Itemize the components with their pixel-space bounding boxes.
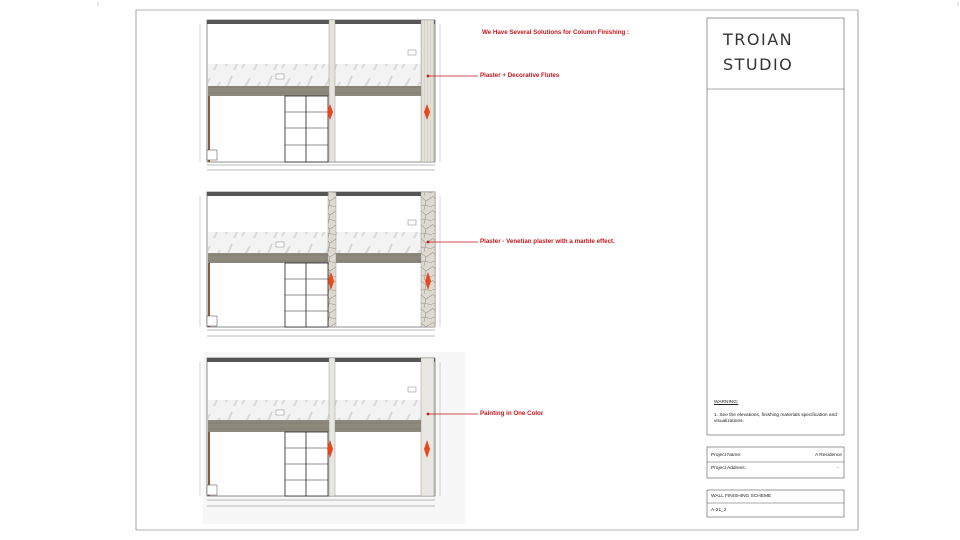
note-option-paint: Painting in One Color (480, 410, 544, 417)
warning-text-1: 1. See the elevations, finishing materia… (714, 413, 837, 418)
notes-heading: We Have Several Solutions for Column Fin… (482, 29, 630, 36)
leader-lines (426, 74, 478, 416)
note-option-flutes: Plaster + Decorative Flutes (480, 72, 560, 79)
project-address-value: - (837, 466, 839, 471)
sheet-title: WALL FINISHING SCHEME (711, 494, 772, 499)
sheet-number: A-21_2 (711, 508, 727, 513)
warning-title: WARNING: (714, 400, 739, 405)
column-venetian (420, 191, 436, 328)
note-option-venetian: Plaster - Venetian plaster with a marble… (480, 238, 615, 245)
warning-text-2: visualizations. (714, 419, 744, 424)
studio-name-line1: TROIAN (723, 30, 794, 49)
project-address-label: Project Address: (711, 466, 746, 471)
studio-name-line2: STUDIO (723, 55, 794, 74)
column-painted (420, 357, 435, 497)
elevation-1 (199, 19, 441, 171)
project-name-label: Project Name: (711, 453, 742, 458)
column-fluted (420, 19, 435, 163)
project-name-value: A Residence (815, 453, 842, 458)
elevation-2 (199, 191, 441, 337)
elevation-3 (199, 352, 465, 524)
